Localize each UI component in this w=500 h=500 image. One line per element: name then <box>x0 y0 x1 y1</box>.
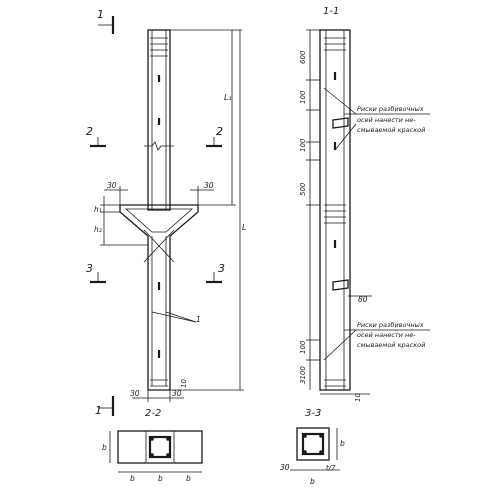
dim-h2: h₂ <box>94 225 102 234</box>
section-mark-label: 2 <box>216 125 223 138</box>
section-mark-label: 1 <box>97 8 104 21</box>
dim-600: 600 <box>299 50 307 64</box>
note-line: осей нанести не- <box>357 331 416 339</box>
dim-30: 30 <box>280 463 290 472</box>
column-elevation: 1 30 30 h₁ <box>86 8 246 417</box>
note-line: Риски разбивочных <box>357 321 424 329</box>
dim-b: b <box>340 439 345 448</box>
dim-500: 500 <box>299 182 307 196</box>
section-mark-label: 3 <box>218 262 225 275</box>
section-title: 2-2 <box>145 408 161 419</box>
dim-b: b <box>102 443 107 452</box>
section-mark-1-top: 1 <box>97 8 115 34</box>
section-3-3: 3-3 b 30 b t/7 <box>280 408 345 486</box>
dim-100: 100 <box>299 340 307 354</box>
leader-1: 1 <box>196 315 201 324</box>
dim-3100: 3100 <box>299 366 307 384</box>
section-mark-1-bottom: 1 <box>95 396 115 417</box>
section-1-1: 1-1 600 100 100 500 100 3100 <box>299 6 430 402</box>
dim-100: 100 <box>299 138 307 152</box>
column-cross-section <box>296 427 330 461</box>
section-mark-label: 2 <box>86 125 93 138</box>
dim-b: b <box>158 474 163 483</box>
dim-30: 30 <box>204 181 214 190</box>
note-bottom: Риски разбивочных осей нанести не- смыва… <box>323 321 430 361</box>
dim-30: 30 <box>130 389 140 398</box>
note-line: Риски разбивочных <box>357 105 424 113</box>
dim-100: 100 <box>299 90 307 104</box>
note-line: осей нанести не- <box>357 116 416 124</box>
section-2-2: 2-2 b b b b <box>102 408 203 483</box>
dim-10: 10 <box>354 393 362 402</box>
dim-h1: h₁ <box>94 205 102 214</box>
dim-10: 10 <box>180 379 188 388</box>
column-console <box>119 204 199 391</box>
dim-b: b <box>186 474 191 483</box>
dim-80: 80 <box>358 295 368 304</box>
section-mark-label: 1 <box>95 404 102 417</box>
section-mark-label: 3 <box>86 262 93 275</box>
section-title: 3-3 <box>305 408 321 419</box>
dim-30: 30 <box>172 389 182 398</box>
column-side-view <box>319 29 351 391</box>
console-cross-section <box>117 430 203 464</box>
section-title: 1-1 <box>323 6 339 17</box>
note-line: смываемой краской <box>357 341 425 349</box>
dim-30: 30 <box>107 181 117 190</box>
section-mark-2: 2 2 <box>86 125 223 148</box>
note-top: Риски разбивочных осей нанести не- смыва… <box>323 87 430 151</box>
column-upper-shaft <box>147 29 171 211</box>
note-line: смываемой краской <box>357 126 425 134</box>
dim-L: L <box>242 223 246 232</box>
dim-t17: t/7 <box>326 464 336 472</box>
dim-b: b <box>310 477 315 486</box>
dim-L1: L₁ <box>224 93 232 102</box>
section-mark-3: 3 3 <box>86 262 225 284</box>
dim-b: b <box>130 474 135 483</box>
